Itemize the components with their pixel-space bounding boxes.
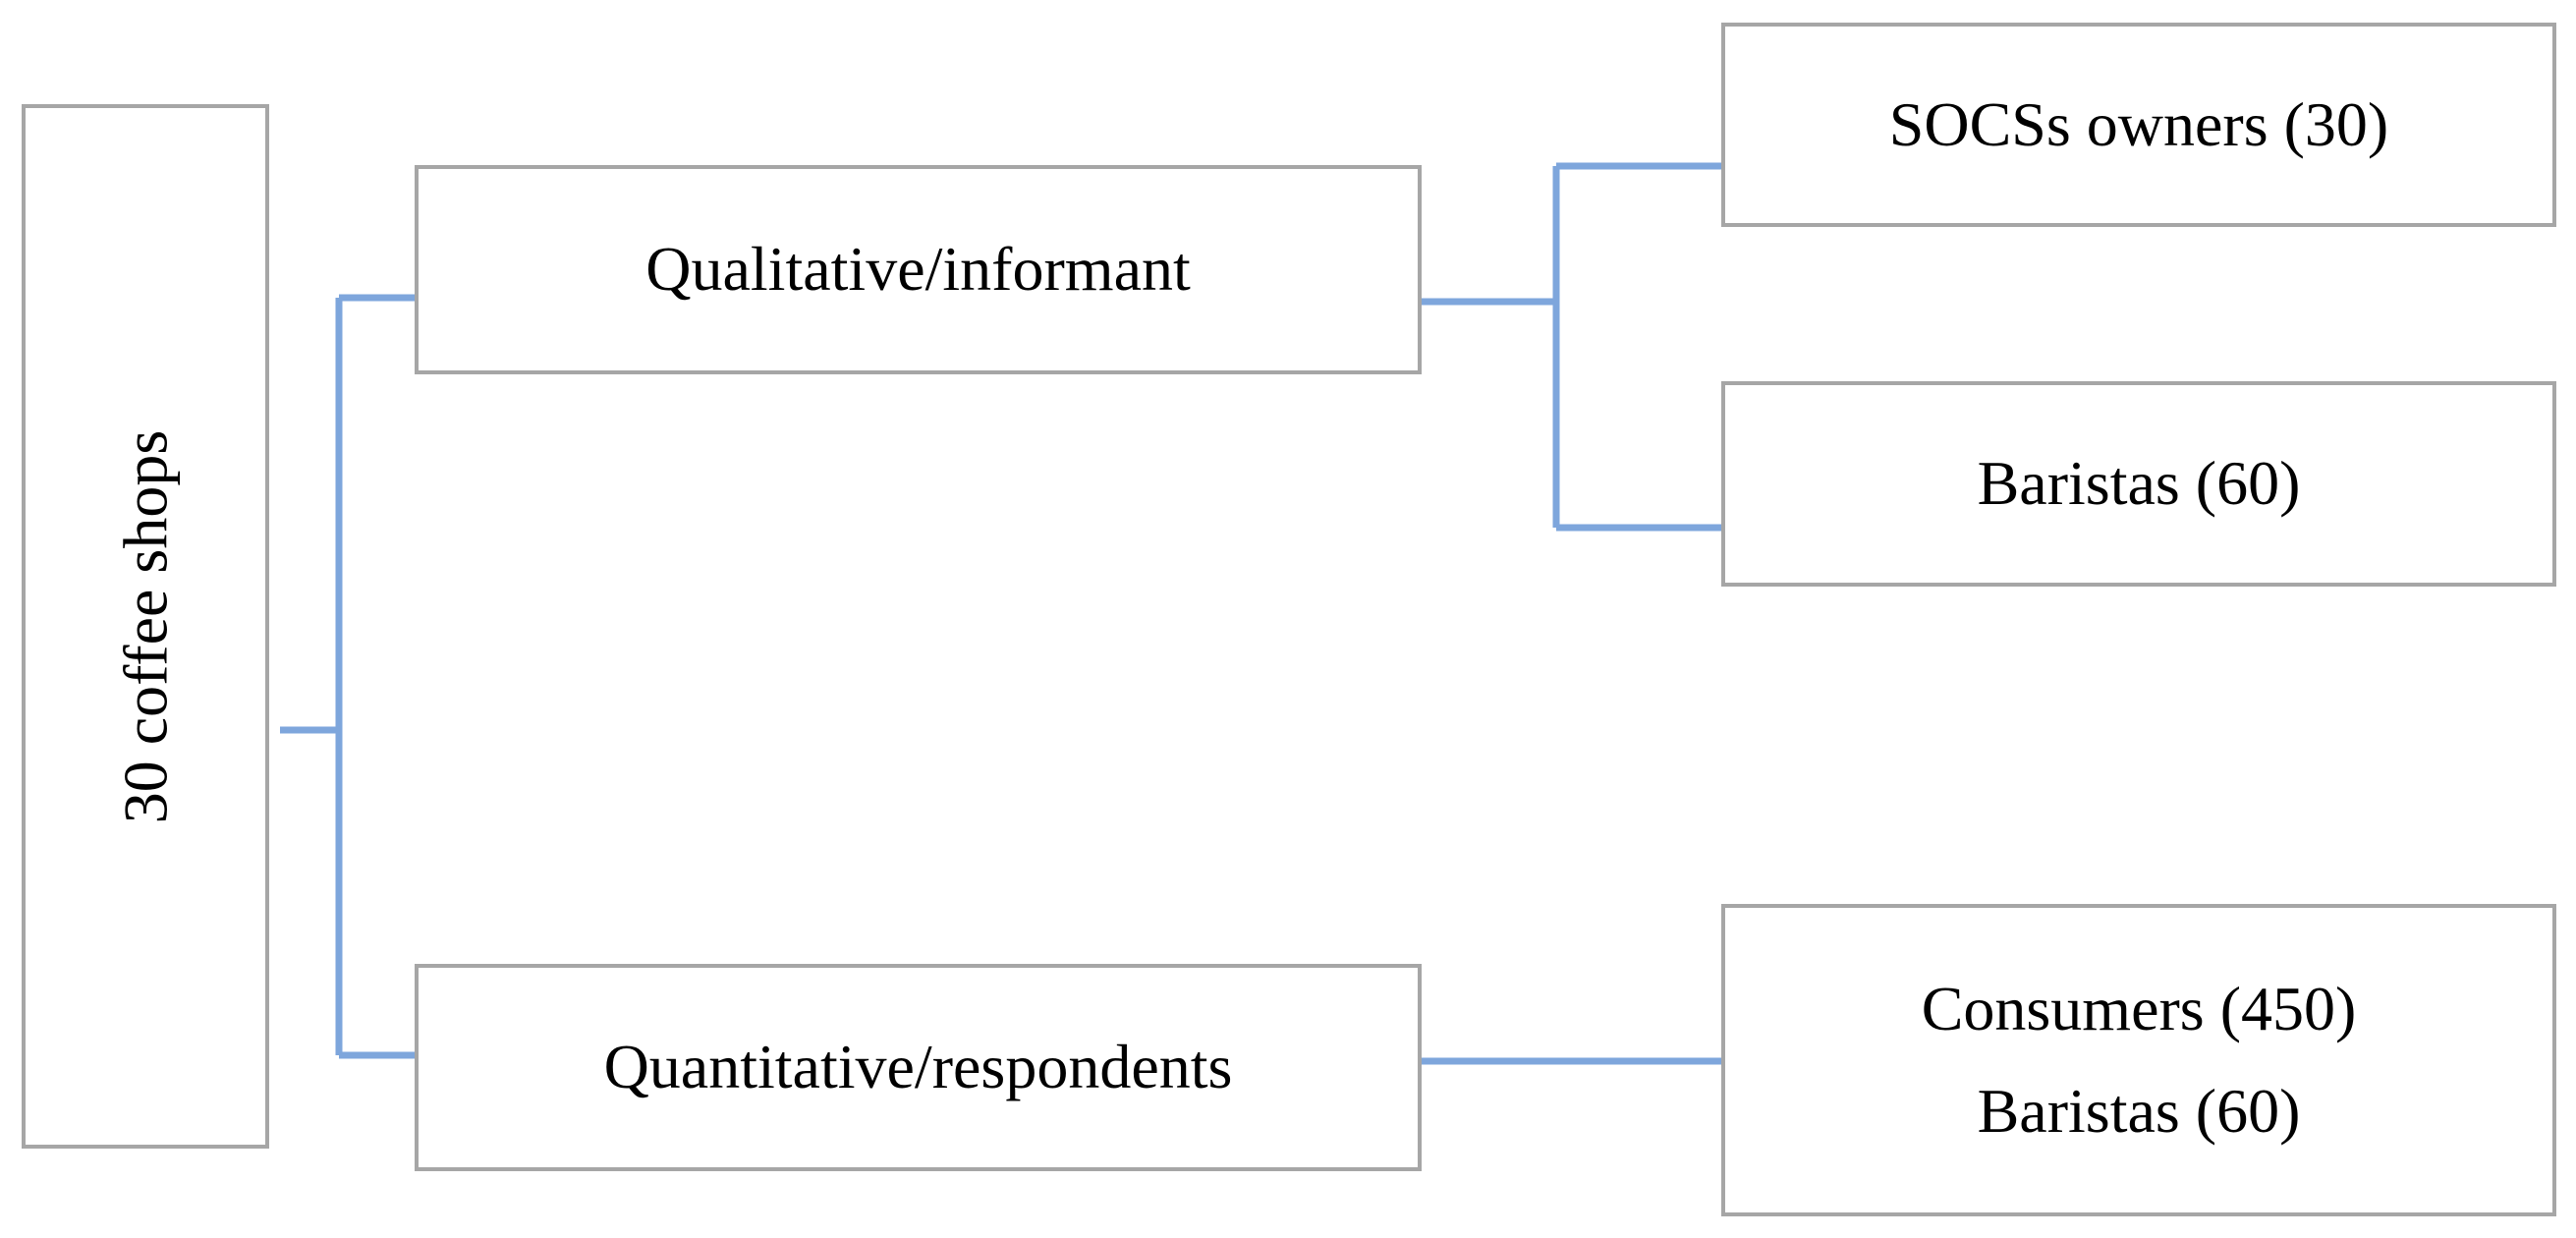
qualitative-box: Qualitative/informant	[415, 165, 1422, 374]
qualitative-label: Qualitative/informant	[645, 234, 1191, 305]
root-label: 30 coffee shops	[110, 429, 180, 823]
quantitative-box: Quantitative/respondents	[415, 964, 1422, 1171]
quantitative-label: Quantitative/respondents	[603, 1032, 1233, 1102]
consumers-label: Consumers (450)	[1921, 973, 2357, 1043]
quantitative-leaf-box: Consumers (450) Baristas (60)	[1721, 904, 2556, 1216]
root-box: 30 coffee shops	[22, 104, 269, 1149]
baristas-qualitative-box: Baristas (60)	[1721, 381, 2556, 587]
socs-owners-label: SOCSs owners (30)	[1888, 88, 2389, 159]
socs-owners-box: SOCSs owners (30)	[1721, 23, 2556, 227]
baristas-qualitative-label: Baristas (60)	[1977, 448, 2301, 519]
baristas-quantitative-label: Baristas (60)	[1977, 1076, 2301, 1146]
quantitative-leaf-text-stack: Consumers (450) Baristas (60)	[1921, 973, 2357, 1147]
